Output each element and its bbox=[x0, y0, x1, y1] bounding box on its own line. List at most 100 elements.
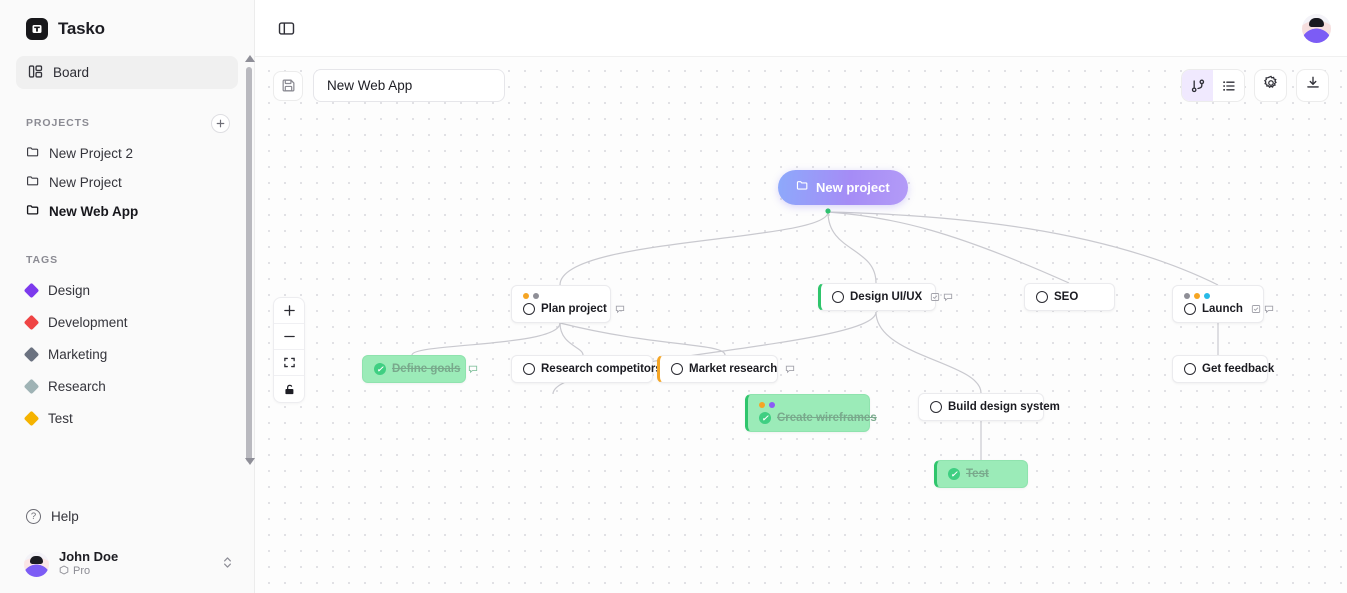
node-row: Design UI/UX bbox=[832, 291, 953, 303]
comment-icon bbox=[615, 304, 625, 314]
sidebar-item-board[interactable]: Board bbox=[16, 56, 238, 89]
sidebar-item-board-label: Board bbox=[53, 65, 90, 80]
tag-diamond-icon bbox=[23, 282, 40, 298]
node-label: Get feedback bbox=[1202, 363, 1275, 375]
user-meta: John Doe Pro bbox=[59, 549, 212, 579]
sidebar-tag-design[interactable]: Design bbox=[0, 274, 254, 306]
node-design-ui-ux[interactable]: Design UI/UX bbox=[818, 283, 953, 311]
scrollbar-thumb[interactable] bbox=[246, 67, 252, 462]
user-plan-label: Pro bbox=[73, 565, 91, 578]
node-label: Create wireframes bbox=[777, 412, 877, 424]
node-root[interactable]: New project bbox=[778, 170, 908, 205]
main-area: New project Plan project D bbox=[255, 0, 1347, 593]
node-seo[interactable]: SEO bbox=[1024, 283, 1115, 311]
sidebar-tag-research[interactable]: Research bbox=[0, 370, 254, 402]
projects-section-title: PROJECTS bbox=[26, 117, 90, 129]
sidebar-item-help[interactable]: ? Help bbox=[0, 509, 105, 524]
canvas-toolbar bbox=[1181, 69, 1329, 102]
view-toggle-group bbox=[1181, 69, 1245, 102]
sidebar-tag-label: Development bbox=[48, 314, 128, 330]
save-disk-icon[interactable] bbox=[273, 70, 303, 101]
sidebar-tag-test[interactable]: Test bbox=[0, 402, 254, 434]
node-test[interactable]: ✓ Test bbox=[934, 460, 1028, 488]
node-row: Get feedback bbox=[1184, 363, 1274, 375]
task-checkbox-checked[interactable]: ✓ bbox=[759, 412, 771, 424]
node-root-label: New project bbox=[816, 180, 890, 195]
node-badges bbox=[1251, 304, 1274, 314]
folder-icon bbox=[796, 179, 809, 197]
question-circle-icon: ? bbox=[26, 509, 41, 524]
sidebar: Tasko Board PROJECTS bbox=[0, 0, 255, 593]
board-title-input[interactable] bbox=[313, 69, 505, 102]
node-label: Test bbox=[966, 468, 989, 480]
user-account-row[interactable]: John Doe Pro bbox=[0, 549, 255, 579]
board-canvas[interactable]: New project Plan project D bbox=[255, 57, 1347, 593]
scroll-up-arrow-icon[interactable] bbox=[245, 55, 255, 62]
sidebar-project-new-project[interactable]: New Project bbox=[0, 168, 254, 197]
task-checkbox[interactable] bbox=[523, 363, 535, 375]
node-build-design-system[interactable]: Build design system bbox=[918, 393, 1060, 421]
node-plan-project[interactable]: Plan project bbox=[511, 285, 624, 323]
task-checkbox[interactable] bbox=[523, 303, 535, 315]
zoom-in-button[interactable] bbox=[274, 298, 304, 324]
sidebar-project-new-project-2[interactable]: New Project 2 bbox=[0, 139, 254, 168]
task-checkbox[interactable] bbox=[1184, 303, 1196, 315]
sidebar-tag-marketing[interactable]: Marketing bbox=[0, 338, 254, 370]
node-market-research[interactable]: Market research bbox=[657, 355, 795, 383]
sidebar-project-label: New Web App bbox=[49, 204, 139, 219]
comment-icon bbox=[468, 364, 478, 374]
zoom-out-button[interactable] bbox=[274, 324, 304, 350]
node-label: Plan project bbox=[541, 303, 607, 315]
folder-icon bbox=[26, 203, 40, 220]
chevron-up-down-icon[interactable] bbox=[222, 555, 233, 572]
folder-icon bbox=[26, 145, 40, 162]
gear-icon bbox=[1263, 75, 1279, 96]
node-research-competitors[interactable]: Research competitors bbox=[511, 355, 662, 383]
tag-diamond-icon bbox=[23, 410, 40, 426]
tag-diamond-icon bbox=[23, 378, 40, 394]
node-row: SEO bbox=[1036, 291, 1103, 303]
primary-nav: Board bbox=[0, 56, 254, 89]
node-launch[interactable]: Launch bbox=[1172, 285, 1274, 323]
node-create-wireframes[interactable]: ✓ Create wireframes bbox=[745, 394, 877, 432]
sidebar-scrollbar[interactable] bbox=[245, 55, 255, 465]
node-row: Plan project bbox=[523, 303, 624, 315]
zoom-controls bbox=[273, 297, 305, 403]
fit-view-button[interactable] bbox=[274, 350, 304, 376]
download-button[interactable] bbox=[1296, 69, 1329, 102]
folder-icon bbox=[26, 174, 40, 191]
scroll-down-arrow-icon[interactable] bbox=[245, 458, 255, 465]
node-define-goals[interactable]: ✓ Define goals bbox=[362, 355, 478, 383]
node-get-feedback[interactable]: Get feedback bbox=[1172, 355, 1274, 383]
settings-button[interactable] bbox=[1254, 69, 1287, 102]
task-checkbox[interactable] bbox=[930, 401, 942, 413]
node-label: Launch bbox=[1202, 303, 1243, 315]
checklist-icon bbox=[1251, 304, 1261, 314]
sidebar-project-label: New Project 2 bbox=[49, 146, 134, 161]
panel-toggle-icon[interactable] bbox=[271, 13, 301, 43]
tag-dot bbox=[759, 402, 765, 408]
task-checkbox-checked[interactable]: ✓ bbox=[948, 468, 960, 480]
task-checkbox[interactable] bbox=[671, 363, 683, 375]
task-checkbox[interactable] bbox=[1184, 363, 1196, 375]
task-checkbox[interactable] bbox=[1036, 291, 1048, 303]
avatar[interactable] bbox=[1302, 13, 1331, 43]
node-row: Build design system bbox=[930, 401, 1060, 413]
tag-dot bbox=[769, 402, 775, 408]
tag-diamond-icon bbox=[23, 314, 40, 330]
task-checkbox[interactable] bbox=[832, 291, 844, 303]
node-row: ✓ Define goals bbox=[374, 363, 478, 375]
sidebar-project-new-web-app[interactable]: New Web App bbox=[0, 197, 254, 226]
node-label: Define goals bbox=[392, 363, 461, 375]
list-view-button[interactable] bbox=[1213, 70, 1244, 101]
lock-toggle-button[interactable] bbox=[274, 376, 304, 402]
node-badges bbox=[615, 304, 625, 314]
tags-list: Design Development Marketing Research Te… bbox=[0, 274, 254, 434]
add-project-button[interactable] bbox=[211, 113, 230, 133]
download-icon bbox=[1305, 75, 1321, 96]
comment-icon bbox=[785, 364, 795, 374]
task-checkbox-checked[interactable]: ✓ bbox=[374, 363, 386, 375]
graph-view-button[interactable] bbox=[1182, 70, 1213, 101]
sidebar-tag-development[interactable]: Development bbox=[0, 306, 254, 338]
sidebar-tag-label: Test bbox=[48, 410, 73, 426]
